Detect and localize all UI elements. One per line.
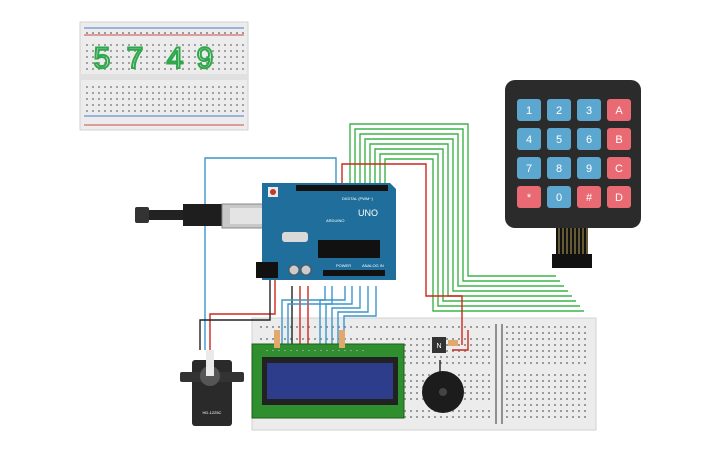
keypad-key-label: B bbox=[615, 134, 622, 146]
arduino-digital-label: DIGITAL (PWM~) bbox=[342, 196, 374, 201]
npn-transistor[interactable]: N bbox=[432, 337, 446, 353]
keypad-key[interactable] bbox=[577, 157, 601, 179]
arduino-analog-label: ANALOG IN bbox=[362, 263, 384, 268]
keypad-key-grid: 1 2 3 A 4 5 6 B 7 8 9 C * 0 # D bbox=[517, 99, 631, 208]
keypad-key-label: 5 bbox=[556, 134, 562, 146]
keypad-key-label: 2 bbox=[556, 105, 562, 117]
keypad-key-label: C bbox=[615, 163, 623, 175]
keypad-key-label: * bbox=[527, 192, 532, 204]
keypad-key[interactable] bbox=[577, 186, 601, 208]
keypad-key[interactable] bbox=[577, 128, 601, 150]
servo-motor[interactable]: HD-1225C bbox=[180, 350, 244, 426]
keypad-key[interactable] bbox=[517, 128, 541, 150]
arduino-power-label: POWER bbox=[336, 263, 351, 268]
keypad-key[interactable] bbox=[577, 99, 601, 121]
keypad-key-label: 4 bbox=[526, 134, 532, 146]
servo-label: HD-1225C bbox=[203, 410, 222, 415]
seven-segment-display: 5 7 4 9 bbox=[93, 41, 215, 76]
piezo-buzzer[interactable] bbox=[422, 371, 464, 413]
keypad-key-label: 8 bbox=[556, 163, 562, 175]
keypad-key[interactable] bbox=[517, 99, 541, 121]
keypad-key[interactable] bbox=[547, 186, 571, 208]
arduino-brand-label: ARDUINO bbox=[326, 218, 344, 223]
transistor-label: N bbox=[436, 343, 441, 350]
keypad-key[interactable] bbox=[547, 157, 571, 179]
keypad-key-label: 0 bbox=[556, 192, 562, 204]
keypad-key-label: A bbox=[615, 105, 623, 117]
keypad-key[interactable] bbox=[607, 186, 631, 208]
keypad-key-label: D bbox=[615, 192, 623, 204]
keypad-key[interactable] bbox=[607, 128, 631, 150]
segment-digit-2: 7 bbox=[127, 42, 144, 75]
keypad-key[interactable] bbox=[607, 157, 631, 179]
resistor[interactable] bbox=[274, 330, 458, 348]
segment-digit-1: 5 bbox=[94, 42, 111, 75]
keypad-key[interactable] bbox=[547, 128, 571, 150]
wires bbox=[199, 123, 584, 372]
keypad-key-label: 1 bbox=[526, 105, 532, 117]
keypad-key-label: # bbox=[586, 192, 593, 204]
arduino-uno-board[interactable]: UNO ARDUINO DIGITAL (PWM~) POWER ANALOG … bbox=[256, 183, 396, 280]
keypad-key-label: 7 bbox=[526, 163, 532, 175]
top-breadboard[interactable] bbox=[79, 21, 249, 131]
arduino-uno-label: UNO bbox=[358, 208, 378, 218]
segment-digit-4: 9 bbox=[197, 42, 214, 75]
keypad-key-label: 3 bbox=[586, 105, 592, 117]
keypad-4x4[interactable]: 1 2 3 A 4 5 6 B 7 8 9 C * 0 # D bbox=[505, 80, 641, 268]
keypad-key[interactable] bbox=[547, 99, 571, 121]
usb-cable[interactable] bbox=[135, 203, 273, 229]
keypad-key-label: 6 bbox=[586, 134, 592, 146]
keypad-key[interactable] bbox=[517, 157, 541, 179]
keypad-key-label: 9 bbox=[586, 163, 592, 175]
keypad-key[interactable] bbox=[517, 186, 541, 208]
segment-digit-3: 4 bbox=[167, 42, 184, 75]
lcd-16x2[interactable] bbox=[251, 343, 405, 419]
keypad-key[interactable] bbox=[607, 99, 631, 121]
